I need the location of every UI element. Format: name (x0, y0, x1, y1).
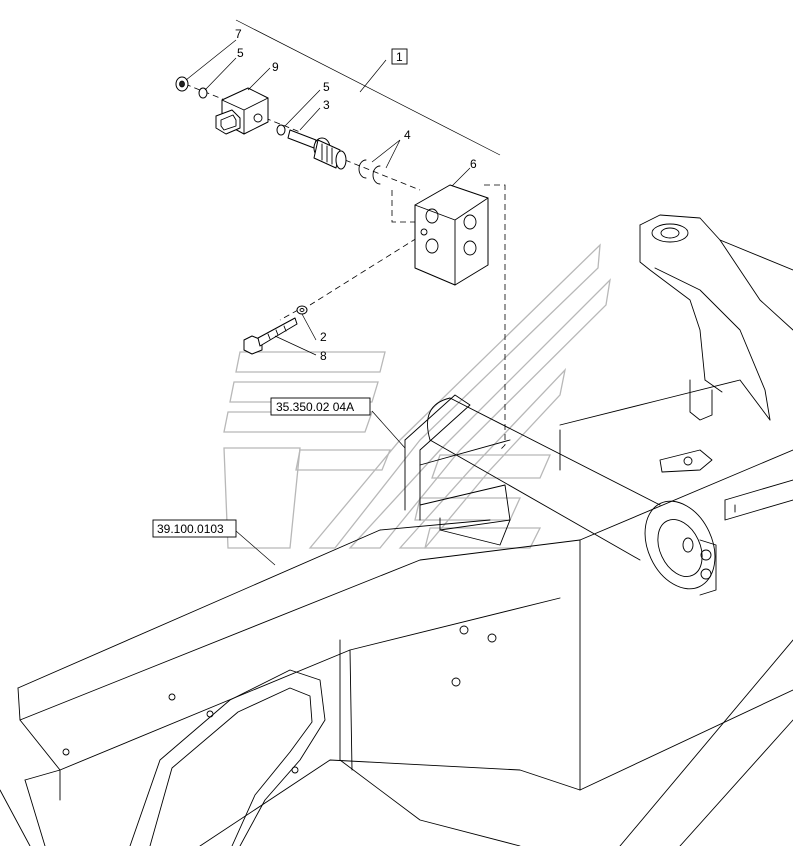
callout-1-box (391, 48, 408, 65)
reference-b[interactable]: 39.100.0103 (152, 519, 237, 538)
watermark-logo (223, 243, 611, 549)
part-valve-block-6 (414, 184, 489, 286)
callout-4: 4 (404, 128, 411, 142)
callouts: 1 7 5 9 5 3 4 6 2 8 (235, 27, 477, 363)
part-cartridge-3 (287, 129, 347, 170)
callout-9: 9 (272, 60, 279, 74)
valve-mount-bracket (404, 394, 511, 546)
callout-3: 3 (323, 98, 330, 112)
assembly-guides (184, 83, 506, 451)
leader-lines (185, 19, 501, 566)
part-backup-rings-4 (358, 159, 381, 185)
callout-7: 7 (235, 27, 242, 41)
part-oring-5b (276, 124, 286, 136)
part-coil-9 (215, 87, 269, 135)
callout-1: 1 (396, 50, 403, 64)
callout-8: 8 (320, 349, 327, 363)
callout-5b: 5 (323, 80, 330, 94)
callout-5a: 5 (237, 46, 244, 60)
callout-6: 6 (470, 157, 477, 171)
callout-2: 2 (320, 330, 327, 344)
chassis-frame (0, 449, 793, 846)
reference-a[interactable]: 35.350.02 04A (270, 397, 371, 416)
boom-bracket (559, 214, 793, 521)
part-oring-5a (198, 87, 208, 99)
hydraulic-cylinder (427, 397, 717, 596)
part-washer-2 (296, 305, 308, 315)
part-nut-7 (175, 76, 189, 92)
reference-a-label: 35.350.02 04A (276, 400, 354, 414)
part-bolt-8 (243, 317, 298, 355)
reference-b-label: 39.100.0103 (157, 522, 224, 536)
